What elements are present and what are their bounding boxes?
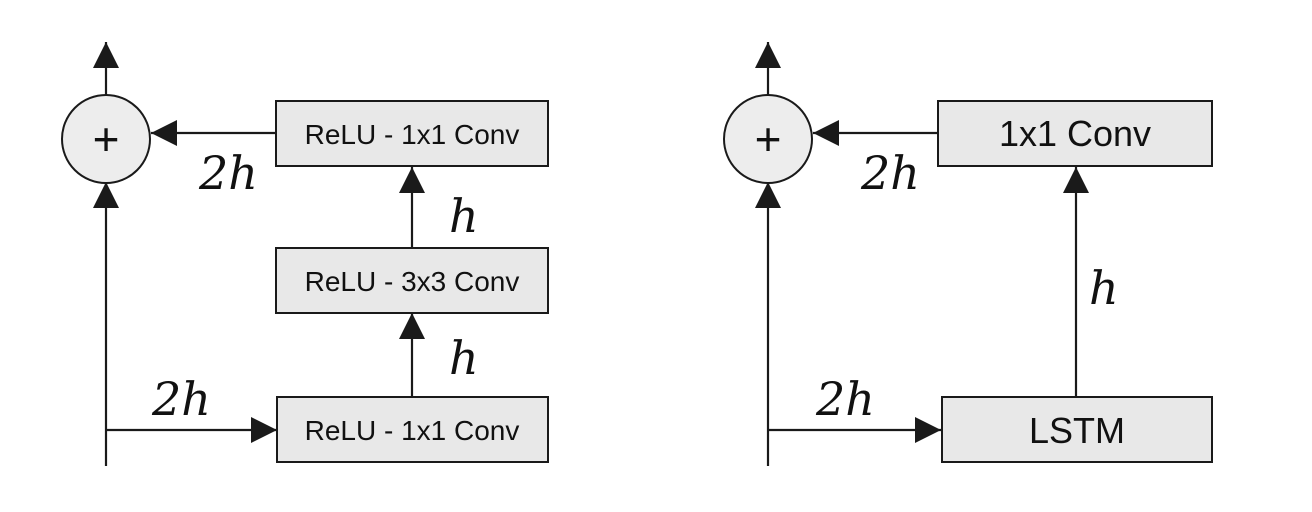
left-sum-symbol: + [93,113,120,165]
left-top-box-label: ReLU - 1x1 Conv [305,119,520,150]
left-middle-box-label: ReLU - 3x3 Conv [305,266,520,297]
right-bottom-box-label: LSTM [1029,410,1125,451]
left-output-dim-label: 2h [198,146,258,200]
left-input-dim-label: 2h [151,372,211,426]
left-sum-node [61,94,151,184]
right-input-dim-label: 2h [815,372,875,426]
left-lower-h-label: h [449,331,479,385]
left-top-box [275,100,549,167]
right-bottom-box [941,396,1213,463]
left-bottom-box [276,396,549,463]
right-h-label: h [1089,261,1119,315]
left-residual-block: + ReLU - 1x1 Conv ReLU - 3x3 Conv ReLU -… [61,42,549,466]
right-sum-node [723,94,813,184]
right-sum-symbol: + [755,113,782,165]
right-residual-block: + 1x1 Conv LSTM 2h h 2h [723,42,1213,466]
right-top-box-label: 1x1 Conv [999,113,1151,154]
left-upper-h-label: h [449,189,479,243]
right-top-box [937,100,1213,167]
left-bottom-box-label: ReLU - 1x1 Conv [305,415,520,446]
right-output-dim-label: 2h [860,146,920,200]
left-middle-box [275,247,549,314]
